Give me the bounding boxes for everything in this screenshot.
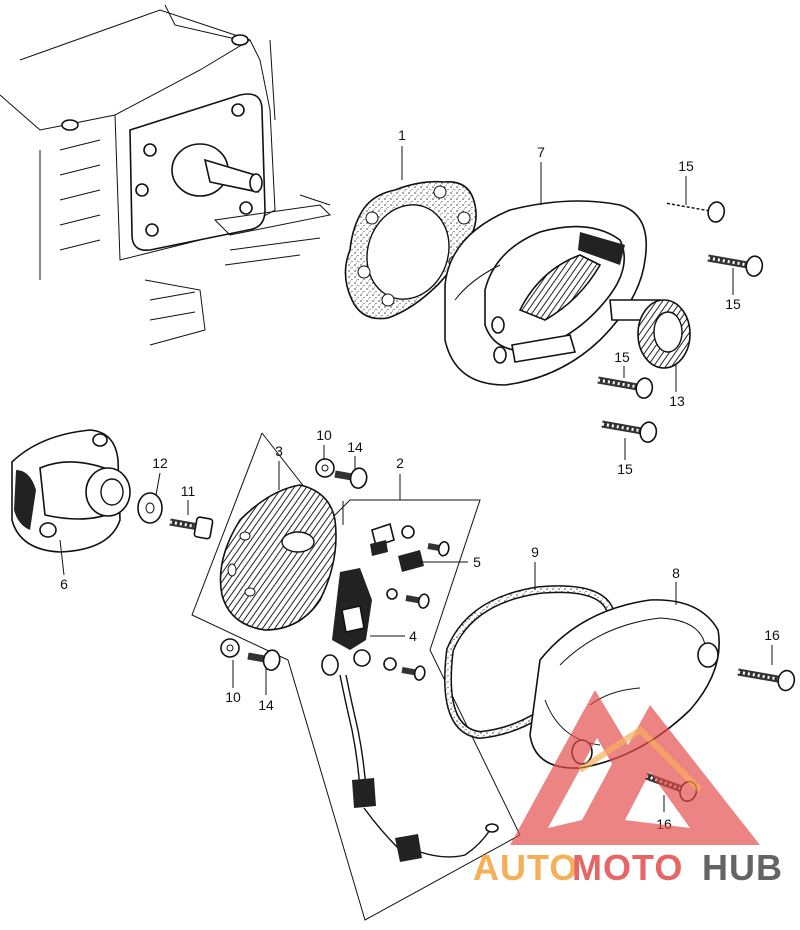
callout-10-top: 10: [316, 427, 332, 443]
part-13-oil-seal: [637, 299, 691, 369]
callout-8: 8: [672, 565, 680, 581]
callout-7: 7: [537, 144, 545, 160]
screw-15d: [601, 420, 658, 443]
leader-lines: [59, 146, 773, 812]
callout-6: 6: [60, 576, 68, 592]
callout-9: 9: [531, 544, 539, 560]
callout-13: 13: [669, 393, 685, 409]
callout-14-bottom: 14: [258, 697, 274, 713]
part-15-screws: [597, 201, 764, 443]
part-14-screw-top: [334, 467, 368, 489]
callout-1: 1: [398, 127, 406, 143]
part-2-assembly-outline: [191, 432, 521, 921]
part-11-bolt: [169, 516, 214, 540]
part-10-washer-bottom: [220, 638, 240, 658]
screw-15b: [707, 254, 764, 277]
part-3-breaker-plate: [219, 484, 337, 631]
watermark-text-hub: HUB: [702, 847, 783, 888]
callout-15-d: 15: [617, 461, 633, 477]
screw-15a: [664, 201, 726, 223]
callout-4: 4: [409, 628, 417, 644]
watermark-text-auto: AUTO: [473, 847, 578, 888]
callout-15-c: 15: [614, 349, 630, 365]
part-10-washer-top: [315, 458, 335, 478]
part-7-housing: [444, 200, 661, 386]
callout-2: 2: [396, 455, 404, 471]
screw-15c: [597, 376, 654, 399]
part-1-gasket: [344, 180, 477, 320]
callout-15-b: 15: [725, 296, 741, 312]
callout-16-a: 16: [764, 627, 780, 643]
callout-14-top: 14: [347, 439, 363, 455]
part-6-housing: [11, 429, 131, 553]
callout-3: 3: [275, 443, 283, 459]
part-14-screw-bottom: [247, 649, 281, 671]
callout-5: 5: [473, 554, 481, 570]
watermark-logo: AUTO MOTO HUB: [473, 690, 783, 888]
part-5-small-parts: [370, 522, 450, 681]
screw-16a: [737, 668, 796, 692]
part-4-contact-breaker: [321, 568, 499, 862]
part-12-washer: [137, 492, 163, 524]
callout-15-a: 15: [678, 158, 694, 174]
callout-10-bottom: 10: [225, 689, 241, 705]
callout-12: 12: [152, 455, 168, 471]
engine-case-drawing: [0, 4, 332, 346]
watermark-text-moto: MOTO: [572, 847, 683, 888]
callout-11: 11: [181, 483, 196, 499]
